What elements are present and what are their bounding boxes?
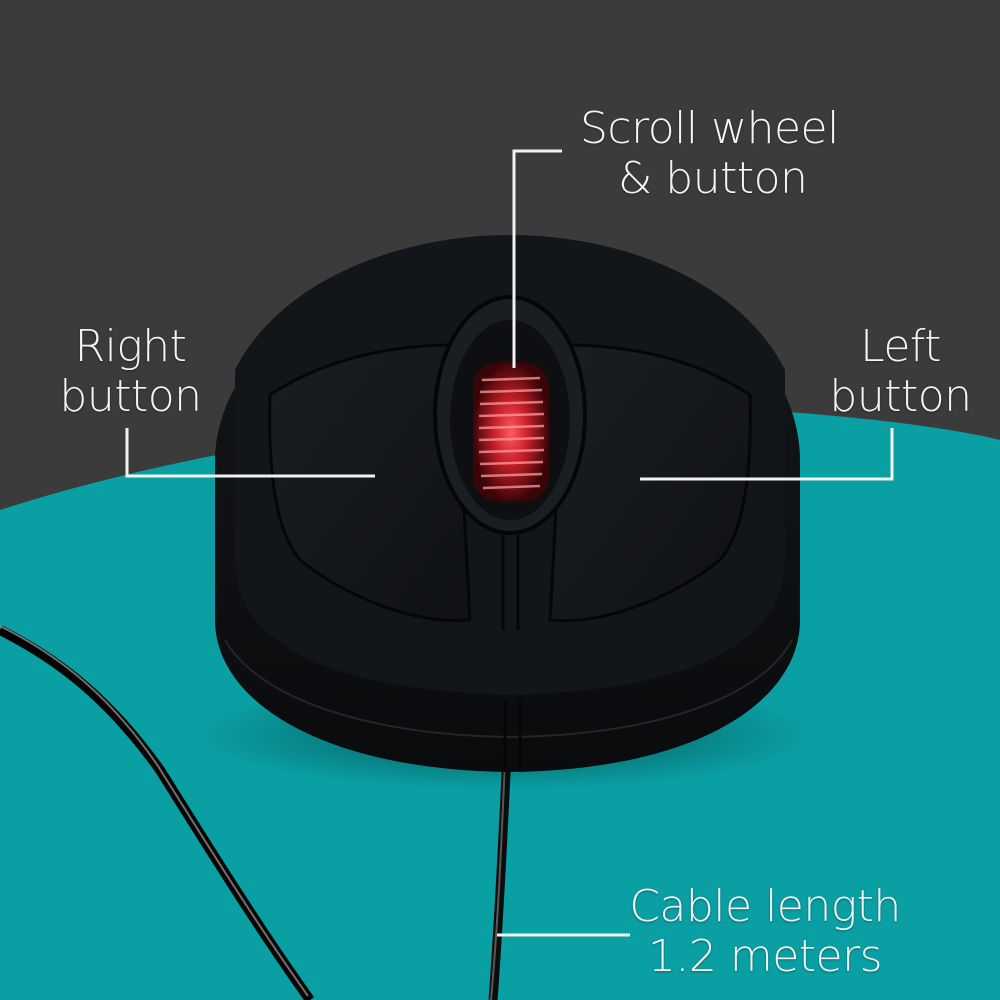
- right-button-shape: [268, 343, 472, 623]
- scroll-wheel-label: Scroll wheel & button: [580, 103, 839, 204]
- cable-length-label: Cable length 1.2 meters: [629, 881, 901, 982]
- right-button-label: Right button: [59, 321, 202, 422]
- right-button-callout-line: [125, 428, 375, 478]
- scroll-wheel-shape: [473, 362, 549, 502]
- left-button-callout-line: [640, 428, 894, 481]
- callout-lines: [125, 149, 894, 937]
- left-button-shape: [548, 343, 752, 623]
- scroll-callout-line: [512, 149, 562, 368]
- left-button-label: Left button: [829, 321, 972, 422]
